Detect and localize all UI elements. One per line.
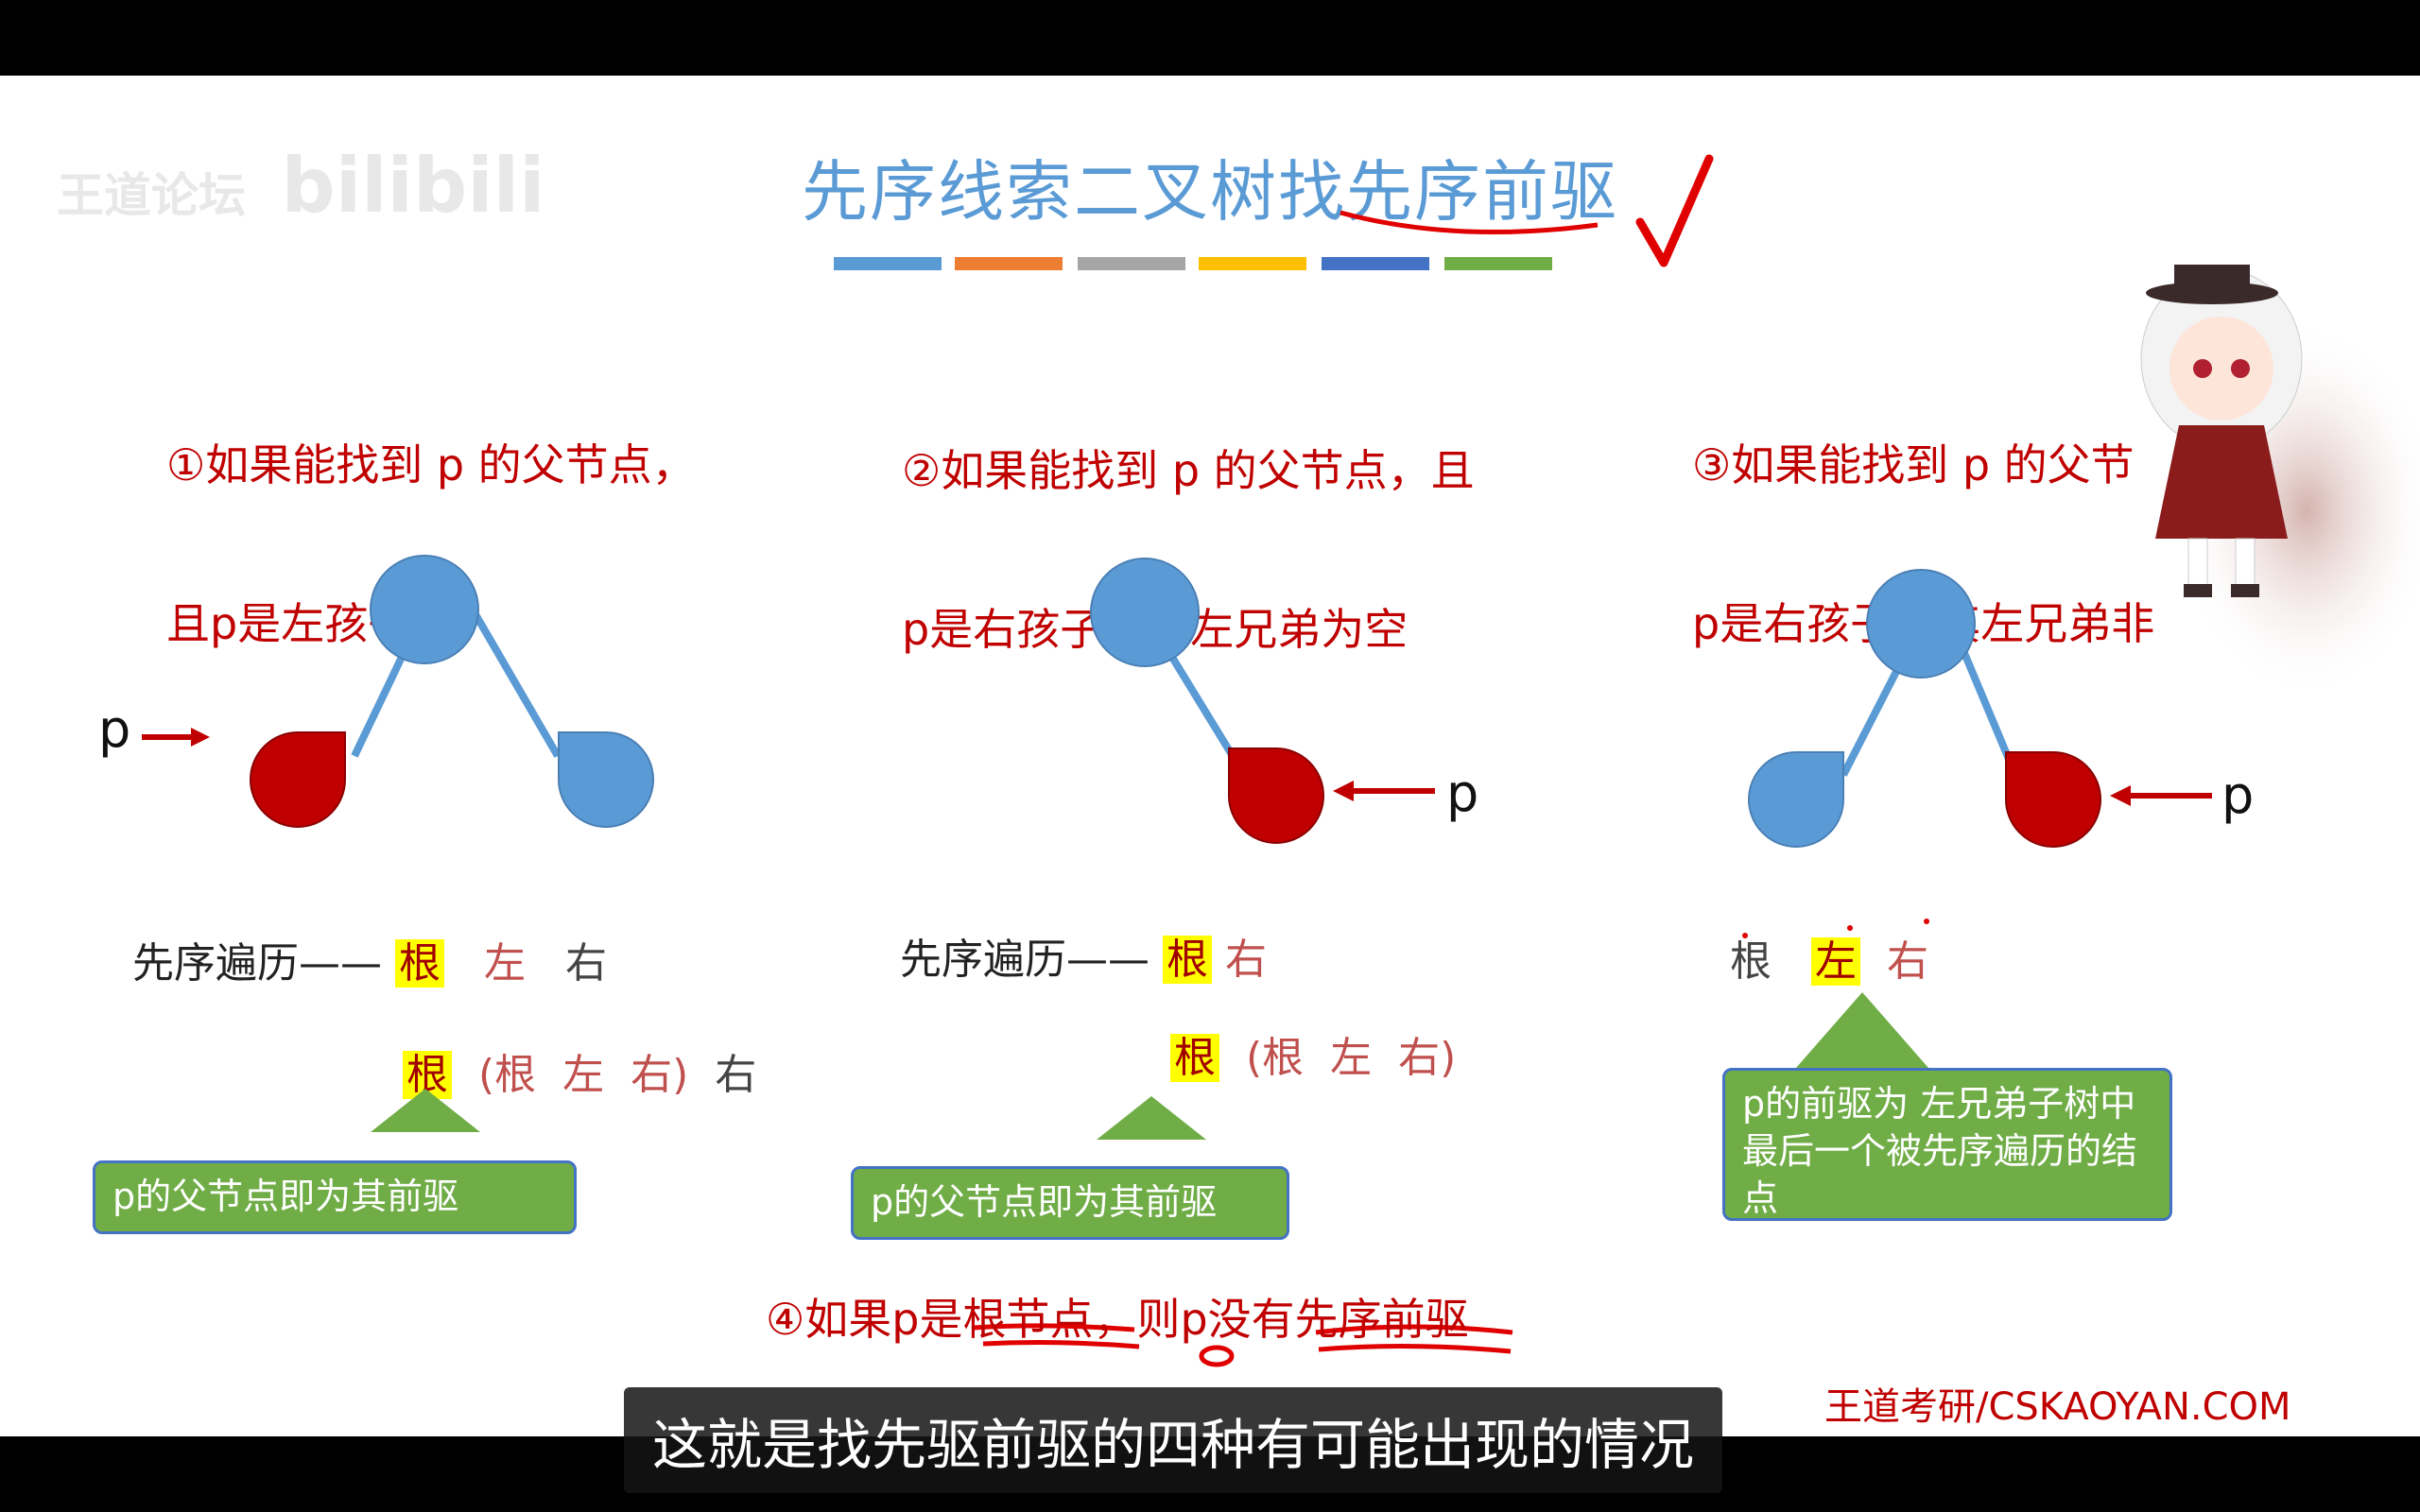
case-3-callout-tip — [1796, 992, 1928, 1068]
p-node — [2005, 751, 2101, 848]
case-2-traversal-1: 先序遍历—— 根 右 — [900, 934, 1267, 987]
slide-title: 先序线索二叉树找先序前驱 — [802, 153, 1618, 231]
color-bar-4 — [1199, 257, 1306, 270]
color-bar-5 — [1322, 257, 1429, 270]
right-label: 右 — [1886, 937, 1928, 986]
case-1-tree — [142, 555, 654, 828]
right-label: 右 — [715, 1051, 757, 1099]
case-3-line-1: ③如果能找到 p 的父节 — [1692, 439, 2135, 490]
lecture-slide: 王道论坛 bilibili 先序线索二叉树找先序前驱 ①如果能找到 p 的父节点… — [0, 76, 2420, 1436]
p-node — [1228, 747, 1324, 844]
left-label: 左 — [483, 939, 526, 988]
root-label: 根 — [1730, 937, 1772, 986]
anime-character-sticker — [2140, 265, 2420, 699]
right-label: 右 — [1225, 936, 1267, 984]
color-bar-2 — [955, 257, 1063, 270]
brand-footer: 王道考研/CSKAOYAN.COM — [1824, 1385, 2291, 1429]
case-1-callout: p的父节点即为其前驱 — [93, 1160, 577, 1234]
subtree-group: (根 左 右) — [1245, 1034, 1457, 1082]
watermark-logo: 王道论坛 bilibili — [57, 142, 544, 230]
root-highlight: 根 — [1163, 936, 1212, 984]
right-label: 右 — [564, 939, 607, 988]
root-node — [1866, 569, 1976, 679]
p-pointer-label: p — [1446, 764, 1479, 823]
case-2-callout: p的父节点即为其前驱 — [851, 1166, 1289, 1240]
case-1-line-1: ①如果能找到 p 的父节点， — [166, 439, 696, 490]
left-sibling-node — [1748, 751, 1844, 848]
title-underline — [1340, 210, 1599, 235]
case-1-callout-tip — [371, 1089, 480, 1132]
handwriting-overlay — [973, 154, 1929, 1367]
p-pointer-label: p — [2221, 765, 2255, 825]
root-highlight: 根 — [1170, 1034, 1219, 1082]
color-bar-6 — [1444, 257, 1552, 270]
case-2-traversal-2: 根 (根 左 右) — [1170, 1032, 1456, 1085]
video-subtitle: 这就是找先驱前驱的四种有可能出现的情况 — [624, 1387, 1723, 1493]
subtree-group: (根 左 右) — [477, 1051, 689, 1099]
case-4-description: ④如果p是根节点，则p没有先序前驱 — [766, 1294, 1469, 1345]
traversal-prefix: 先序遍历—— — [132, 939, 382, 988]
case-3-traversal-1: 根 左 右 — [1730, 936, 1928, 988]
watermark-text: 王道论坛 — [57, 168, 246, 223]
case-1-traversal-2: 根 (根 左 右) 右 — [403, 1049, 756, 1102]
case-2-callout-tip — [1097, 1096, 1206, 1140]
case-2-tree — [1090, 558, 1435, 844]
bilibili-logo: bilibili — [281, 142, 545, 230]
color-bar-3 — [1078, 257, 1185, 270]
case-2-line-1: ②如果能找到 p 的父节点，且 — [902, 445, 1475, 496]
p-node — [250, 731, 346, 828]
right-node — [558, 730, 654, 828]
p-pointer-label: p — [98, 699, 131, 759]
case-1-description: ①如果能找到 p 的父节点， 且p是左孩子 — [166, 333, 696, 756]
color-bar-1 — [834, 257, 942, 270]
root-node — [1090, 558, 1200, 667]
case-1-traversal-1: 先序遍历—— 根 左 右 — [132, 937, 607, 990]
case-3-tree — [1748, 569, 2212, 848]
root-highlight: 根 — [395, 939, 444, 988]
left-highlight: 左 — [1810, 937, 1860, 986]
root-node — [370, 555, 479, 664]
traversal-prefix: 先序遍历—— — [900, 936, 1150, 984]
case-3-callout: p的前驱为 左兄弟子树中最后一个被先序遍历的结点 — [1722, 1068, 2172, 1221]
checkmark-icon — [1635, 154, 1714, 267]
